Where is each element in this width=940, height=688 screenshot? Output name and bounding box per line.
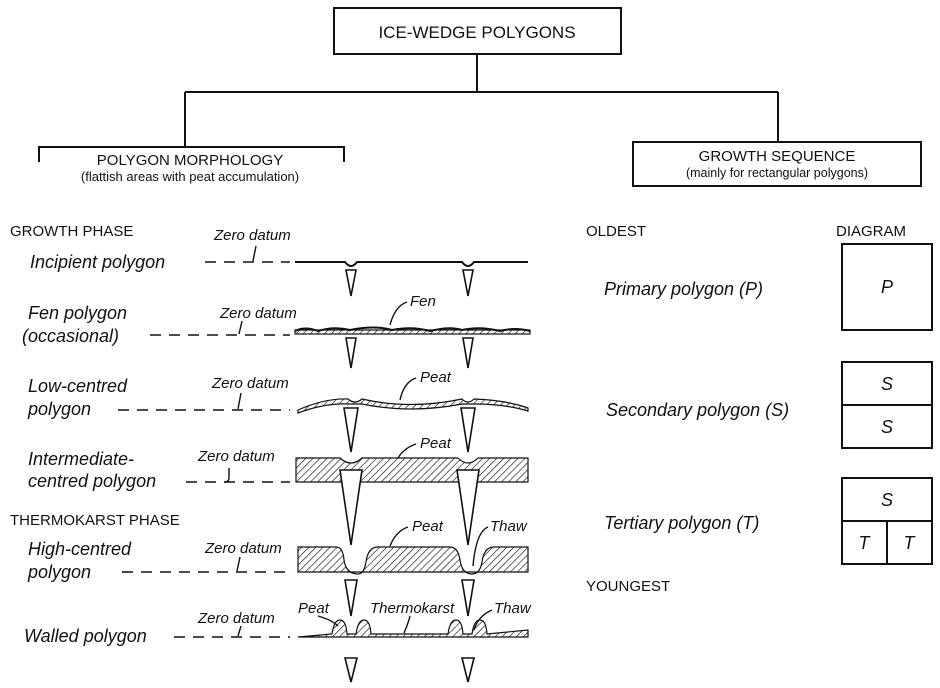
ground-surface	[295, 262, 528, 266]
zero-datum-label: Zero datum	[197, 448, 275, 465]
row-low-centred-polygon: Low-centred polygon Zero datum Peat	[27, 369, 528, 452]
row-name: Fen polygon	[28, 303, 127, 323]
thermokarst-label: Thermokarst	[370, 600, 455, 617]
datum-arrow	[239, 321, 242, 334]
diagram-label: DIAGRAM	[836, 223, 906, 240]
oldest-label: OLDEST	[586, 223, 646, 240]
datum-arrow	[224, 468, 229, 482]
ice-wedge	[462, 580, 474, 616]
row-fen-polygon: Fen polygon (occasional) Zero datum Fen	[22, 293, 530, 368]
zero-datum-label: Zero datum	[213, 227, 291, 244]
ice-wedge	[463, 270, 473, 296]
polygon-name: Tertiary polygon (T)	[604, 513, 759, 533]
secondary-polygon-row: Secondary polygon (S) S S	[606, 362, 932, 448]
youngest-label: YOUNGEST	[586, 578, 670, 595]
ice-wedge	[340, 470, 362, 545]
fen-label: Fen	[410, 293, 436, 310]
row-name: Walled polygon	[24, 626, 147, 646]
peat-arrow	[398, 444, 416, 458]
polygon-morphology-box: POLYGON MORPHOLOGY (flattish areas with …	[39, 147, 344, 184]
peat-layer	[298, 399, 528, 413]
growth-sequence-box: GROWTH SEQUENCE (mainly for rectangular …	[633, 142, 921, 186]
tertiary-polygon-row: Tertiary polygon (T) S T T	[604, 478, 932, 564]
thermokarst-arrow	[404, 616, 410, 633]
polygon-name: Secondary polygon (S)	[606, 400, 789, 420]
peat-layer	[296, 458, 528, 482]
peat-layer	[298, 547, 528, 574]
thermokarst-phase-label: THERMOKARST PHASE	[10, 512, 180, 529]
peat-label: Peat	[420, 435, 452, 452]
zero-datum-label: Zero datum	[197, 610, 275, 627]
ice-wedge	[461, 408, 475, 452]
peat-label: Peat	[420, 369, 452, 386]
peat-arrow	[390, 527, 408, 546]
row-name: polygon	[27, 562, 91, 582]
ice-wedge	[345, 580, 357, 616]
diagram-cell-label: S	[881, 374, 893, 394]
peat-label: Peat	[298, 600, 330, 617]
ice-wedge	[463, 338, 473, 368]
polygon-name: Primary polygon (P)	[604, 279, 763, 299]
tree-connectors	[185, 54, 778, 147]
datum-arrow	[238, 626, 241, 636]
thaw-label: Thaw	[490, 518, 528, 535]
growth-sequence-heading: GROWTH SEQUENCE	[699, 148, 856, 165]
peat-label: Peat	[412, 518, 444, 535]
ice-wedge	[345, 658, 357, 682]
zero-datum-label: Zero datum	[219, 305, 297, 322]
row-name: (occasional)	[22, 326, 119, 346]
datum-arrow	[237, 557, 240, 571]
diagram-cell-label: S	[881, 490, 893, 510]
thaw-label: Thaw	[494, 600, 532, 617]
peat-arrow	[400, 378, 416, 400]
zero-datum-label: Zero datum	[204, 540, 282, 557]
zero-datum-label: Zero datum	[211, 375, 289, 392]
datum-arrow	[238, 393, 241, 409]
datum-arrow	[253, 246, 256, 261]
primary-polygon-row: Primary polygon (P) P	[604, 244, 932, 330]
row-name: High-centred	[28, 539, 132, 559]
morphology-subheading: (flattish areas with peat accumulation)	[81, 169, 299, 184]
morphology-heading: POLYGON MORPHOLOGY	[97, 152, 283, 169]
ice-wedge	[344, 408, 358, 452]
row-walled-polygon: Walled polygon Zero datum Peat Thermokar…	[24, 600, 532, 682]
ice-wedge	[346, 338, 356, 368]
row-name: Low-centred	[28, 376, 128, 396]
title-text: ICE-WEDGE POLYGONS	[378, 23, 575, 42]
row-name: polygon	[27, 399, 91, 419]
diagram-cell-label: S	[881, 417, 893, 437]
ice-wedge	[346, 270, 356, 296]
row-name: Intermediate-	[28, 449, 134, 469]
ice-wedge	[462, 658, 474, 682]
row-name: centred polygon	[28, 471, 156, 491]
diagram-cell-label: P	[881, 277, 893, 297]
row-name: Incipient polygon	[30, 252, 165, 272]
ice-wedge	[457, 470, 479, 545]
growth-phase-label: GROWTH PHASE	[10, 223, 133, 240]
fen-arrow	[390, 302, 407, 325]
growth-sequence-subheading: (mainly for rectangular polygons)	[686, 166, 868, 180]
